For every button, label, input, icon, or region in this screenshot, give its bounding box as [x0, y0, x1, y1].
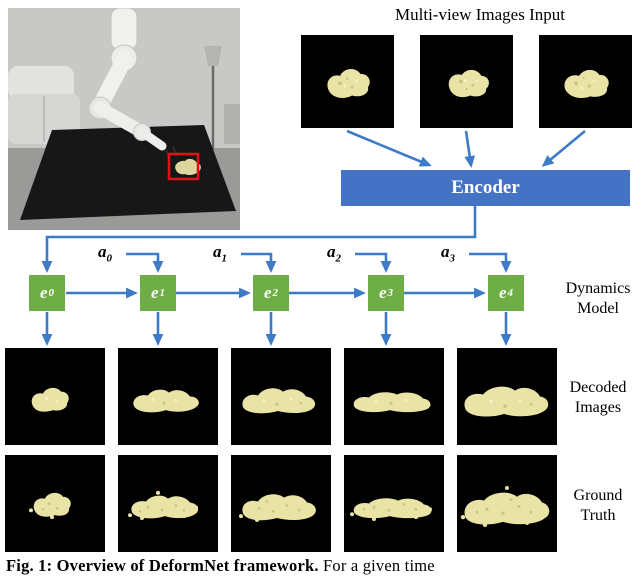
action-label-a3: a3: [441, 242, 455, 264]
input-image-2: [420, 35, 513, 128]
decoded-line1: Decoded: [569, 379, 627, 396]
dough-blob-icon: [464, 386, 549, 417]
robot-scene-photo: [8, 8, 240, 230]
figure-caption: Fig. 1: Overview of DeformNet framework.…: [6, 556, 636, 576]
arrow-input2-encoder: [464, 130, 476, 168]
state-sub: 4: [507, 287, 514, 299]
state-label: e: [39, 283, 48, 302]
ground-truth-image-3: [231, 455, 331, 552]
action-sub: 2: [335, 252, 342, 265]
action-label-a0: a0: [98, 242, 112, 264]
ground-truth-line1: Ground: [573, 487, 623, 504]
dough-blob-icon: [564, 69, 609, 98]
ground-truth-image-1: [5, 455, 105, 552]
action-label-a1: a1: [213, 242, 227, 264]
caption-regular: For a given time: [318, 556, 435, 575]
decoded-line2: Images: [574, 399, 622, 416]
action-var: a: [327, 242, 336, 261]
dough-blob-icon: [460, 486, 550, 527]
state-label: e: [378, 283, 387, 302]
decoded-image-4: [344, 348, 444, 445]
dough-blob-icon: [239, 494, 316, 522]
decoded-image-1: [5, 348, 105, 445]
dynamics-model-label: Dynamics Model: [556, 279, 640, 319]
dynamics-line1: Dynamics: [565, 280, 631, 297]
dough-blob-icon: [128, 490, 199, 520]
dough-blob-icon: [242, 388, 316, 414]
input-title: Multi-view Images Input: [395, 5, 565, 24]
action-sub: 1: [221, 252, 228, 265]
input-image-3: [539, 35, 632, 128]
state-sub: 3: [387, 287, 394, 299]
action-var: a: [98, 242, 107, 261]
dough-blob-icon: [133, 389, 199, 413]
dough-blob-icon: [448, 69, 489, 98]
ground-truth-image-5: [457, 455, 557, 552]
dough-blob-icon: [350, 498, 432, 521]
decoded-image-5: [457, 348, 557, 445]
state-sub: 1: [159, 287, 166, 299]
state-label: e: [498, 283, 507, 302]
action-sub: 0: [106, 252, 113, 265]
arrow-a0-e1: [126, 252, 164, 273]
state-sub: 2: [272, 287, 279, 299]
decoded-images-label: Decoded Images: [556, 378, 640, 418]
arrow-input1-encoder: [346, 129, 432, 167]
ground-truth-image-4: [344, 455, 444, 552]
dynamics-line2: Model: [577, 300, 619, 317]
decoded-image-3: [231, 348, 331, 445]
dough-blob-icon: [353, 392, 431, 413]
decoded-image-2: [118, 348, 218, 445]
state-label: e: [263, 283, 272, 302]
arrow-input3-encoder: [541, 129, 586, 167]
encoder-box: Encoder: [341, 170, 630, 206]
state-sub: 0: [48, 287, 55, 299]
arrow-a2-e3: [355, 252, 392, 273]
dough-blob-icon: [327, 69, 370, 98]
action-var: a: [441, 242, 450, 261]
action-sub: 3: [449, 252, 456, 265]
action-label-a2: a2: [327, 242, 341, 264]
ground-truth-line2: Truth: [580, 507, 616, 524]
arrow-a3-e4: [469, 252, 512, 273]
state-label: e: [150, 283, 159, 302]
ground-truth-label: Ground Truth: [556, 486, 640, 526]
action-var: a: [213, 242, 222, 261]
dough-blob-icon: [29, 492, 71, 520]
highlight-box: [167, 152, 200, 181]
ground-truth-image-2: [118, 455, 218, 552]
input-image-1: [301, 35, 394, 128]
dough-blob-icon: [31, 387, 69, 412]
arrow-a1-e2: [241, 252, 277, 273]
caption-bold: Fig. 1: Overview of DeformNet framework.: [6, 556, 319, 575]
